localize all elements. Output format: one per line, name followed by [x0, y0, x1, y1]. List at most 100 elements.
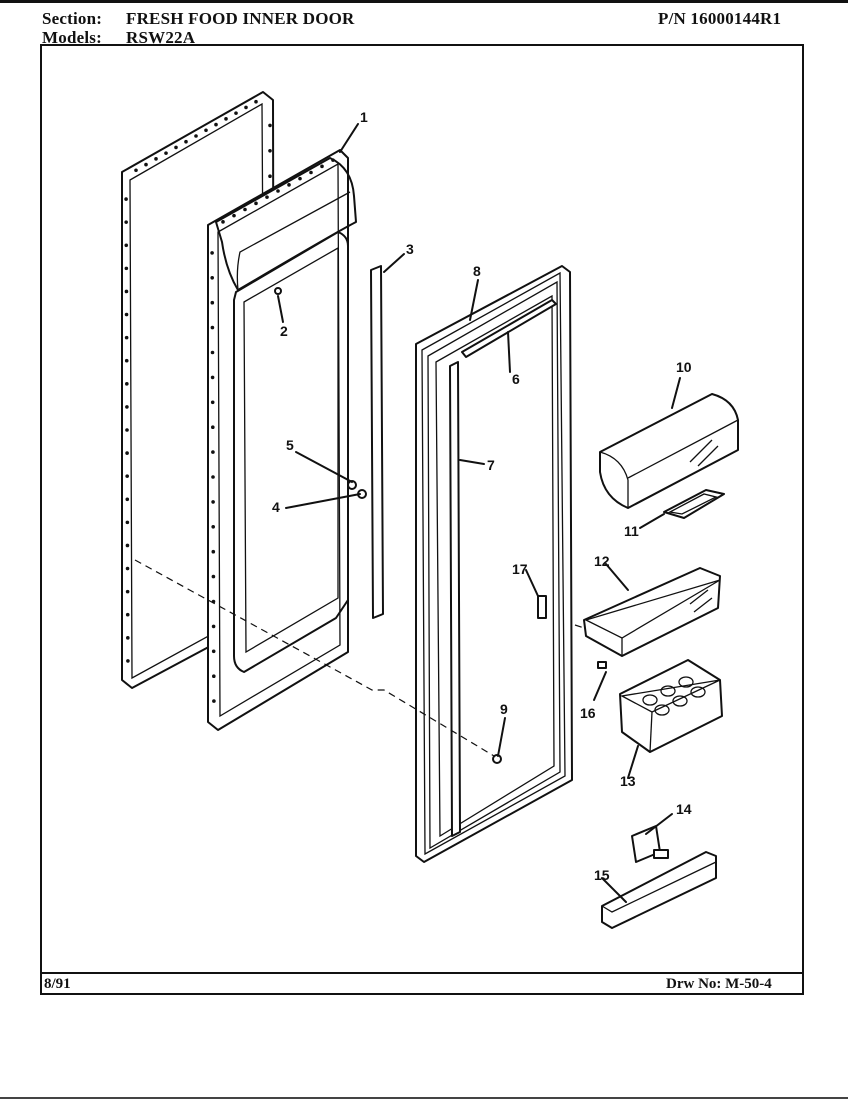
- bin-clip: [597, 661, 607, 669]
- screw-hole: [211, 525, 215, 529]
- liner-clip: [274, 287, 282, 295]
- section-value: FRESH FOOD INNER DOOR: [126, 9, 355, 28]
- screw-hole: [211, 425, 215, 430]
- alignment-line: [134, 559, 495, 757]
- top-border-line: [0, 0, 848, 3]
- inner-door-liner: [207, 149, 357, 731]
- screw-hole: [211, 624, 216, 629]
- screw-hole: [154, 157, 158, 161]
- screw-hole: [243, 207, 247, 212]
- callout-5: 5: [286, 437, 294, 453]
- screw-hole: [124, 335, 129, 340]
- egg-cup: [690, 686, 706, 698]
- trim-clip: [631, 825, 669, 863]
- screw-hole: [164, 151, 168, 155]
- screw-hole: [244, 105, 248, 110]
- callout-leaders: [277, 123, 681, 903]
- screw-hole: [125, 520, 130, 525]
- bottom-trim: [601, 851, 717, 929]
- footer-date: 8/91: [44, 976, 71, 992]
- egg-cup: [678, 676, 694, 688]
- callout-16: 16: [580, 705, 596, 721]
- screw-hole: [125, 612, 130, 617]
- screw-hole: [254, 99, 258, 104]
- models-label: Models:: [42, 28, 102, 47]
- screw-hole: [309, 170, 313, 175]
- screw-hole: [126, 636, 130, 640]
- screw-hole: [124, 266, 129, 271]
- screw-hole: [125, 428, 129, 432]
- screw-hole: [211, 649, 216, 654]
- screw-hole: [298, 176, 302, 181]
- door-shelf-bin: [583, 567, 721, 657]
- screw-hole: [125, 543, 130, 548]
- screw-hole: [211, 475, 215, 479]
- screw-hole: [232, 213, 236, 218]
- callout-9: 9: [500, 701, 508, 717]
- screw-hole: [124, 312, 129, 317]
- callout-4: 4: [272, 499, 280, 515]
- screw-hole: [211, 574, 216, 579]
- screw-hole: [211, 500, 215, 504]
- screw-hole: [276, 189, 280, 193]
- screw-hole: [265, 195, 269, 199]
- screw-hole: [210, 300, 215, 305]
- screw-hole: [210, 251, 214, 255]
- screw-hole: [124, 197, 128, 201]
- screw-hole: [210, 375, 215, 380]
- callout-11: 11: [624, 523, 639, 539]
- footer-rule: [40, 972, 804, 974]
- models-value: RSW22A: [126, 28, 196, 47]
- screw-hole: [268, 149, 272, 153]
- screw-hole: [144, 162, 148, 167]
- screw-hole: [210, 400, 215, 405]
- callout-3: 3: [406, 241, 414, 257]
- screw-hole: [221, 220, 225, 224]
- drawing-frame: [40, 44, 804, 995]
- bottom-border-line: [0, 1097, 848, 1099]
- egg-bin: [619, 659, 723, 753]
- egg-cup: [642, 694, 658, 706]
- screw-hole: [125, 451, 129, 455]
- screw-hole: [124, 358, 129, 363]
- door-gasket-frame: [415, 265, 573, 863]
- drawing-number: Drw No: M-50-4: [666, 976, 772, 992]
- callout-15: 15: [594, 867, 610, 883]
- screw-hole: [124, 289, 129, 294]
- callout-14: 14: [676, 801, 692, 817]
- screw-hole: [125, 474, 129, 478]
- callout-6: 6: [512, 371, 520, 387]
- callout-12: 12: [594, 553, 610, 569]
- callout-1: 1: [360, 109, 368, 125]
- liner-screws: [347, 480, 367, 499]
- screw-hole: [224, 117, 228, 121]
- egg-cup: [660, 685, 676, 697]
- callout-numbers: 1 2 3 4 5 6 7 8 9 10 11 12 13 14 15 16 1…: [272, 109, 692, 883]
- section-label: Section:: [42, 9, 103, 28]
- screw-hole: [210, 276, 214, 280]
- screw-hole: [125, 589, 130, 594]
- screw-hole: [124, 220, 128, 224]
- screw-hole: [331, 158, 335, 162]
- screw-hole: [211, 549, 216, 554]
- callout-17: 17: [512, 561, 528, 577]
- screw-hole: [134, 168, 138, 173]
- screw-hole: [268, 174, 272, 178]
- part-number: P/N 16000144R1: [658, 9, 782, 28]
- callout-13: 13: [620, 773, 636, 789]
- screw-hole: [194, 134, 198, 138]
- screw-hole: [125, 497, 130, 502]
- screw-hole: [212, 699, 216, 703]
- egg-cup: [672, 695, 688, 707]
- egg-cup: [654, 704, 670, 716]
- screw-hole: [268, 123, 272, 128]
- screw-hole: [210, 325, 215, 330]
- screw-hole: [254, 201, 258, 206]
- screw-hole: [125, 382, 129, 386]
- vertical-trim-strip: [370, 265, 384, 619]
- small-tray: [663, 489, 725, 519]
- screw-hole: [204, 128, 208, 133]
- screw-hole: [287, 183, 291, 187]
- screw-hole: [214, 122, 218, 127]
- screw-hole: [125, 566, 130, 571]
